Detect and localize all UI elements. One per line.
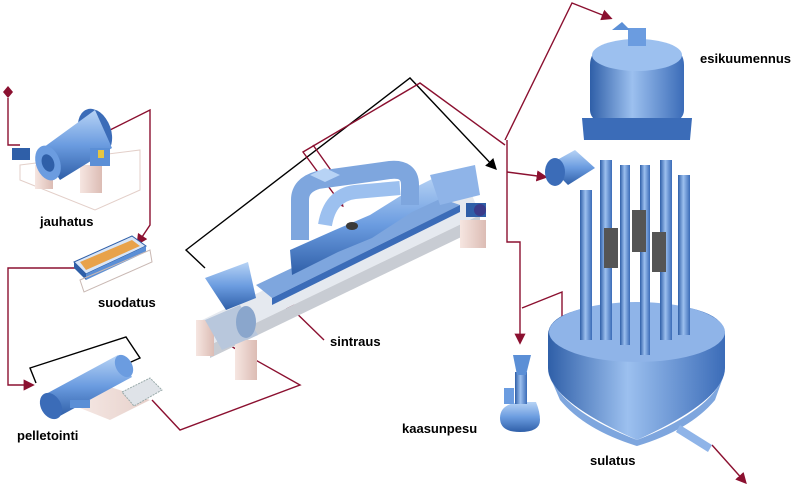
flow-pelletizing-recycle	[29, 336, 142, 384]
flow-pelletizing-to-sintering	[151, 339, 302, 431]
grinding-mill	[12, 108, 141, 211]
label-kaasunpesu: kaasunpesu	[402, 421, 478, 436]
start-diamond-icon	[3, 86, 13, 98]
label-sulatus: sulatus	[590, 453, 636, 468]
flow-to-preheater-top	[504, 2, 613, 141]
flow-grinding-to-filtration	[109, 108, 151, 246]
label-esikuumennus: esikuumennus	[700, 51, 792, 66]
sintering-machine	[196, 160, 486, 380]
flow-to-scrubber	[506, 140, 526, 345]
label-pelletointi: pelletointi	[17, 428, 79, 443]
label-jauhatus: jauhatus	[40, 214, 94, 229]
filter-unit	[73, 235, 153, 293]
smelting-furnace	[545, 22, 725, 452]
flow-filtration-to-pelletizing	[7, 267, 76, 391]
pelletizing-drum	[39, 354, 163, 420]
flow-to-preheater-side	[506, 170, 548, 182]
flow-start-to-grinding	[7, 98, 20, 146]
flow-sinter-recycle	[184, 77, 497, 269]
label-sintraus: sintraus	[330, 334, 381, 349]
flow-smelter-output	[711, 444, 747, 484]
gas-scrubber	[500, 355, 540, 432]
label-suodatus: suodatus	[98, 295, 156, 310]
